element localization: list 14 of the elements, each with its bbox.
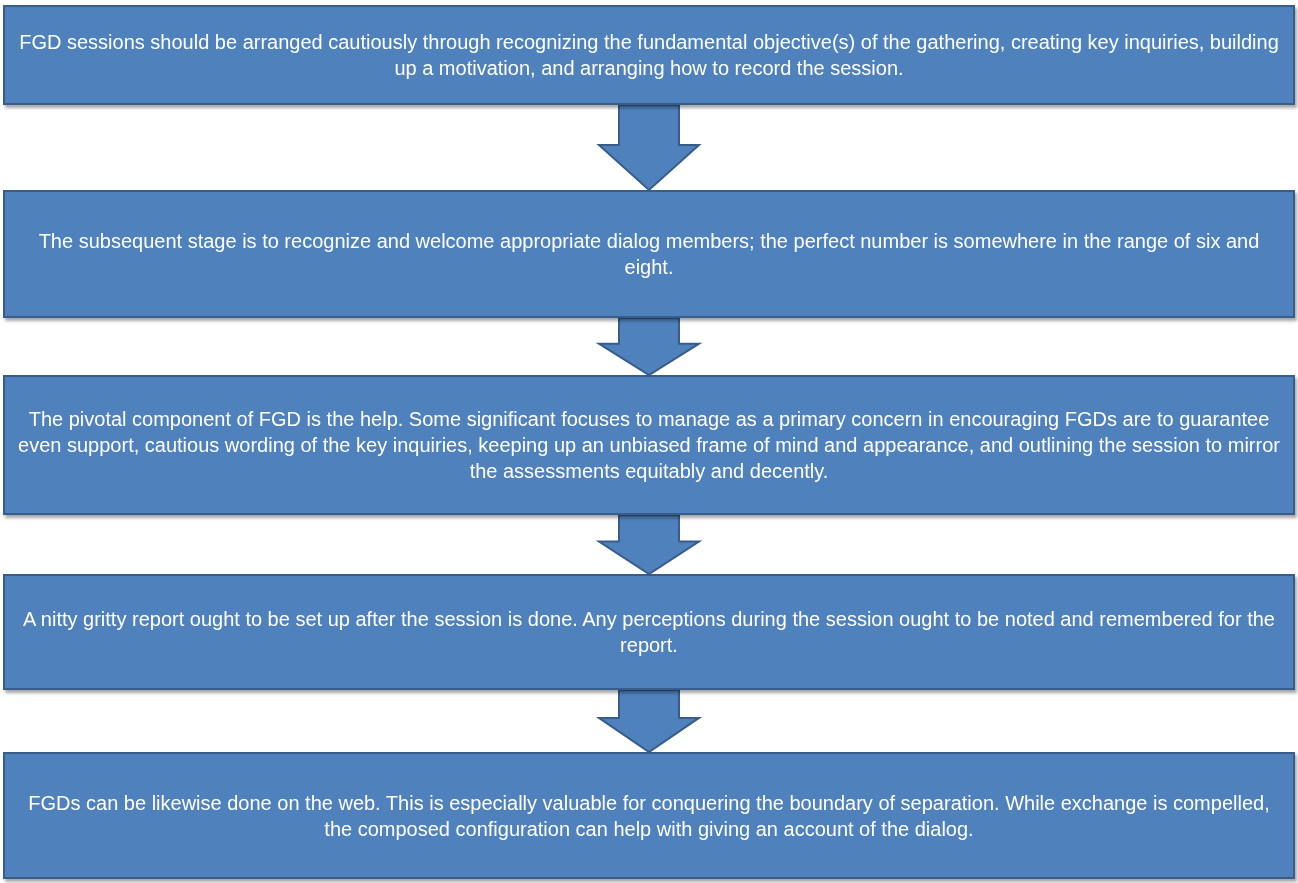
block-arrow: [595, 689, 703, 754]
process-box: [3, 574, 1295, 690]
process-box: [3, 375, 1295, 515]
block-arrow: [595, 317, 703, 377]
step-text: FGDs can be likewise done on the web. This is especially valuable for conquering the boundary of separation. While exchange is compelled, the composed configuration can help with giving an account of the dialog.: [27, 790, 1271, 842]
process-box: [3, 190, 1295, 318]
block-arrow: [595, 514, 703, 576]
block-arrow: [596, 104, 702, 192]
step-text: The pivotal component of FGD is the help. Some significant focuses to manage as a primary concern in encouraging FGDs are to guarantee even support, cautious wording of the key inquiries, keeping up an unbiased frame of mind and appearance, and outlining the session to mirror the assessments equitably and decently.: [17, 407, 1281, 484]
step-text: A nitty gritty report ought to be set up after the session is done. Any perceptions during the session ought to be noted and remembered for the report.: [22, 607, 1276, 658]
process-box: [3, 5, 1295, 105]
step-text: The subsequent stage is to recognize and welcome appropriate dialog members; the perfect number is somewhere in the range of six and eight.: [37, 229, 1261, 280]
step-text: FGD sessions should be arranged cautiously through recognizing the fundamental objective(s) of the gathering, creating key inquiries, building up a motivation, and arranging how to record the session.: [18, 30, 1280, 81]
process-box: [3, 752, 1295, 879]
